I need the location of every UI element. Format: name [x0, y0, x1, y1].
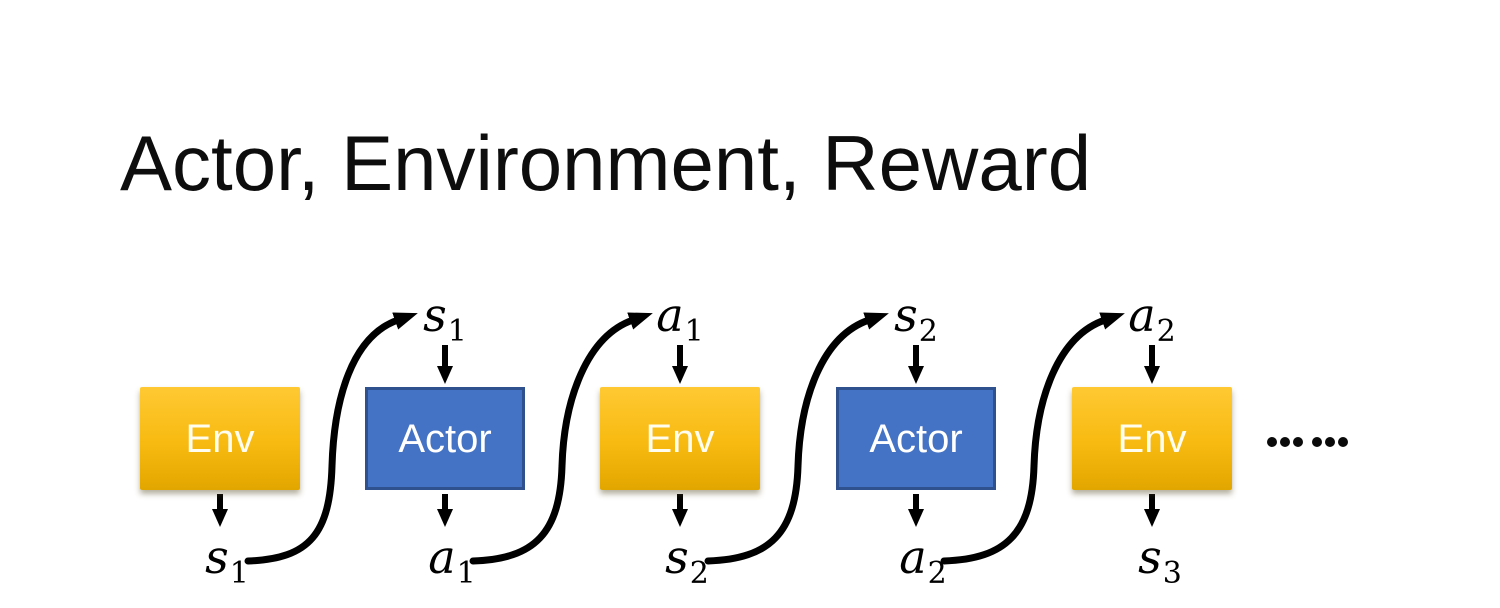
- ellipsis-dot: [1293, 437, 1303, 447]
- bottom-label-s2: s2: [665, 530, 709, 591]
- ellipsis-dot: [1312, 437, 1322, 447]
- carry-arrow-a2: [940, 312, 1125, 565]
- bottom-label-s3: s3: [1138, 530, 1182, 591]
- actor-box-2-label: Actor: [869, 416, 963, 461]
- top-label-s2: s2: [894, 288, 938, 349]
- ellipsis-dot: [1325, 437, 1335, 447]
- env-box-1-label: Env: [185, 416, 255, 461]
- actor-box-1: Actor: [365, 387, 525, 490]
- bottom-label-s1: s1: [205, 530, 249, 591]
- env-box-3-label: Env: [1117, 416, 1187, 461]
- env-box-1: Env: [140, 387, 300, 490]
- env-box-2-label: Env: [645, 416, 715, 461]
- carry-arrow-s1: [244, 312, 418, 565]
- ellipsis-dot: [1280, 437, 1290, 447]
- top-label-a2: a2: [1128, 288, 1176, 349]
- actor-box-2: Actor: [836, 387, 996, 490]
- slide-title: Actor, Environment, Reward: [120, 119, 1092, 207]
- env-box-3: Env: [1072, 387, 1232, 490]
- top-label-s1: s1: [423, 288, 467, 349]
- env-box-2: Env: [600, 387, 760, 490]
- ellipsis-dot: [1338, 437, 1348, 447]
- top-label-a1: a1: [656, 288, 704, 349]
- actor-box-1-label: Actor: [398, 416, 492, 461]
- ellipsis-dot: [1267, 437, 1277, 447]
- bottom-label-a2: a2: [899, 530, 947, 591]
- bottom-label-a1: a1: [428, 530, 476, 591]
- carry-arrow-s2: [704, 312, 889, 565]
- ellipsis-dots: [1267, 437, 1351, 447]
- carry-arrow-a1: [469, 312, 653, 565]
